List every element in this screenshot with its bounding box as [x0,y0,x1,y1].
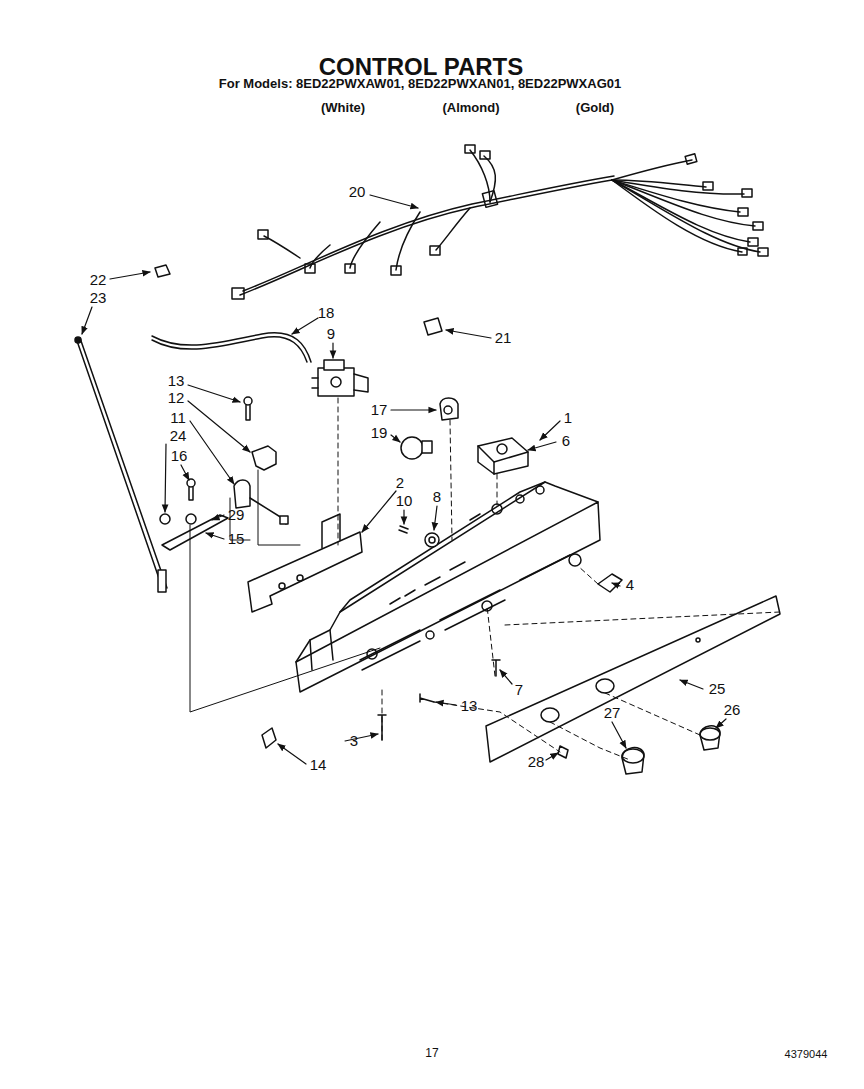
callout-number: 20 [349,184,366,201]
callout-number: 10 [396,493,413,510]
callout-number: 1 [564,410,572,427]
wire-harness [232,145,768,299]
callout-number: 21 [495,330,512,347]
callout-number: 18 [318,305,335,322]
part-number: 4379044 [785,1048,828,1060]
callout-number: 3 [350,733,358,750]
callout-number: 13 [461,698,478,715]
callout-number: 23 [90,290,107,307]
control-panel [486,596,780,762]
callout-number: 27 [604,705,621,722]
callout-number: 2 [396,475,404,492]
leader-lines [82,195,726,764]
callout-number: 26 [724,702,741,719]
callout-number: 9 [327,326,335,343]
callout-number: 7 [515,682,523,699]
model-line: For Models: 8ED22PWXAW01, 8ED22PWXAN01, … [219,77,621,91]
mounting-bracket [248,514,362,612]
light-bulb [401,437,423,459]
callout-number: 24 [170,428,187,445]
clip [598,574,622,592]
callout-number: 17 [371,402,388,419]
callout-number: 4 [626,577,634,594]
callout-number: 29 [228,507,245,524]
callout-number: 19 [371,425,388,442]
color-note: (Gold) [576,101,614,115]
lamp-socket [440,398,458,420]
callout-number: 11 [170,410,186,427]
callout-number: 25 [709,681,726,698]
color-note: (White) [321,101,365,115]
callout-number: 13 [168,373,185,390]
callout-number: 28 [528,754,545,771]
knob [622,748,644,774]
bracket-part [252,446,276,470]
callout-number: 14 [310,757,327,774]
small-clip [424,318,442,335]
control-switch [312,360,368,396]
knob [700,726,720,750]
clip [155,265,170,277]
callout-number: 22 [90,272,107,289]
defrost-timer [478,438,528,474]
color-note: (Almond) [442,101,499,115]
callout-number: 12 [168,390,185,407]
rod [76,338,163,590]
clip [262,728,276,748]
callout-number: 8 [433,489,441,506]
callout-number: 6 [562,433,570,450]
page-number: 17 [425,1047,438,1060]
callout-number: 16 [171,448,188,465]
callout-number: 15 [228,531,245,548]
